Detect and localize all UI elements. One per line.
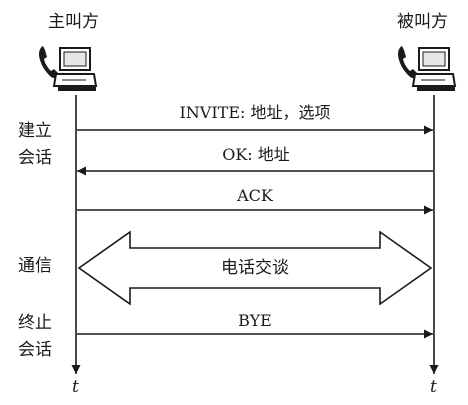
conversation-double-arrow <box>77 230 433 306</box>
phase-teardown-line1: 终止 <box>18 313 52 333</box>
ok-label: OK: 地址 <box>222 145 290 164</box>
telephone-computer-icon <box>39 46 98 91</box>
phase-setup-line1: 建立 <box>18 121 52 141</box>
caller-label: 主叫方 <box>48 12 99 32</box>
phase-talk: 通信 <box>18 256 52 276</box>
caller-time-label: t <box>72 377 79 397</box>
bye-label: BYE <box>238 311 272 330</box>
callee-time-label: t <box>430 377 437 397</box>
ack-label: ACK <box>237 186 273 205</box>
callee-label: 被叫方 <box>397 12 448 32</box>
phase-teardown-line2: 会话 <box>18 340 52 360</box>
conversation-label: 电话交谈 <box>221 258 289 278</box>
telephone-computer-icon <box>398 46 457 91</box>
invite-label: INVITE: 地址，选项 <box>179 103 331 122</box>
phase-setup-line2: 会话 <box>18 148 52 168</box>
